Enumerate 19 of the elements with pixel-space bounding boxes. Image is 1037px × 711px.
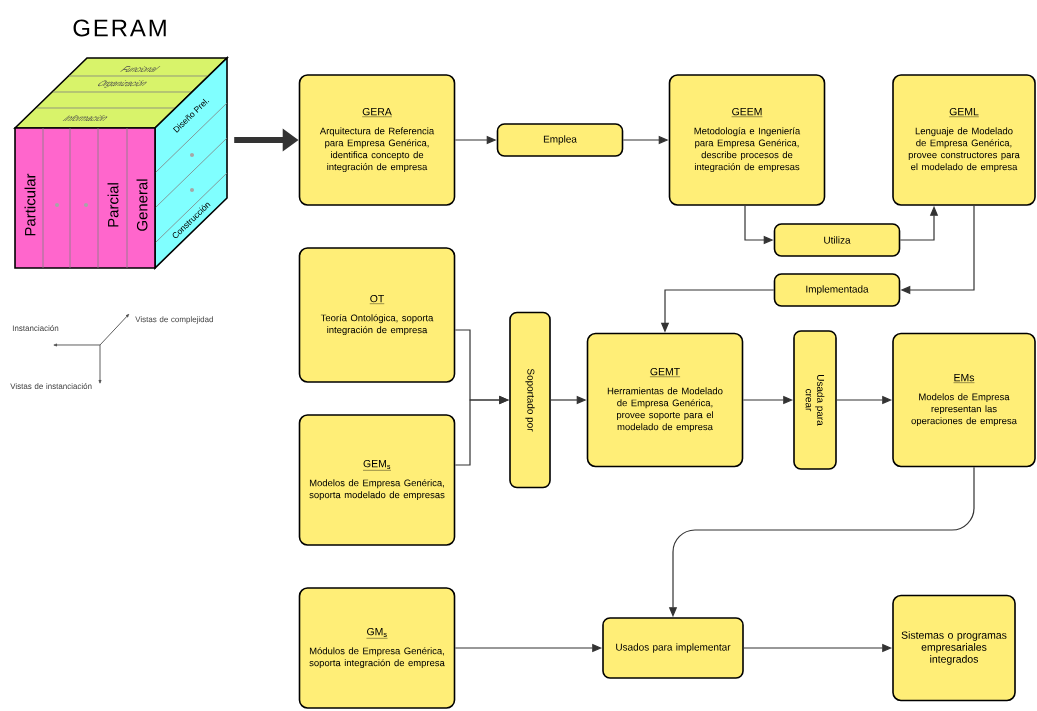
- node-label: Información: [62, 115, 108, 121]
- node-label: Organización: [98, 80, 147, 88]
- process-box: Sistemas o programas empresariales integrados: [892, 594, 1016, 702]
- process-box: GERA Arquitectura de Referencia para Empresa Genérica, identifica concepto de integración de empresa: [298, 74, 456, 206]
- node-label: Funcional: [120, 66, 161, 72]
- process-box: GEEM Metodología e Ingeniería para Empresa Genérica, describe procesos de integración de empresas: [668, 74, 826, 206]
- process-box: GEM$_{s}$ Modelos de Empresa Genérica, soporta modelado de empresas: [298, 414, 456, 546]
- connector-box: Utiliza: [773, 223, 901, 257]
- connector-box: Usados para implementar: [602, 617, 744, 679]
- process-box: OT Teoría Ontológica, soporta integración de empresa: [298, 247, 456, 383]
- process-box: GEMT Herramientas de Modelado de Empresa Genérica, provee soporte para el modelado de empresa: [586, 332, 744, 468]
- vertical-label-box: Soportado por: [509, 311, 551, 489]
- connector-box: Implementada: [773, 273, 901, 307]
- process-box: GEML Lenguaje de Modelado de Empresa Genérica, provee constructores para el modelado de empresa: [892, 74, 1036, 206]
- process-box: GM$_{s}$ Módulos de Empresa Genérica, soporta integración de empresa: [298, 587, 456, 709]
- connector-box: Emplea: [496, 123, 624, 157]
- title: GERAM: [73, 19, 166, 37]
- process-box: EMs Modelos de Empresa representan las operaciones de empresa: [892, 332, 1036, 468]
- vertical-label-box: Usada para crear: [793, 330, 837, 470]
